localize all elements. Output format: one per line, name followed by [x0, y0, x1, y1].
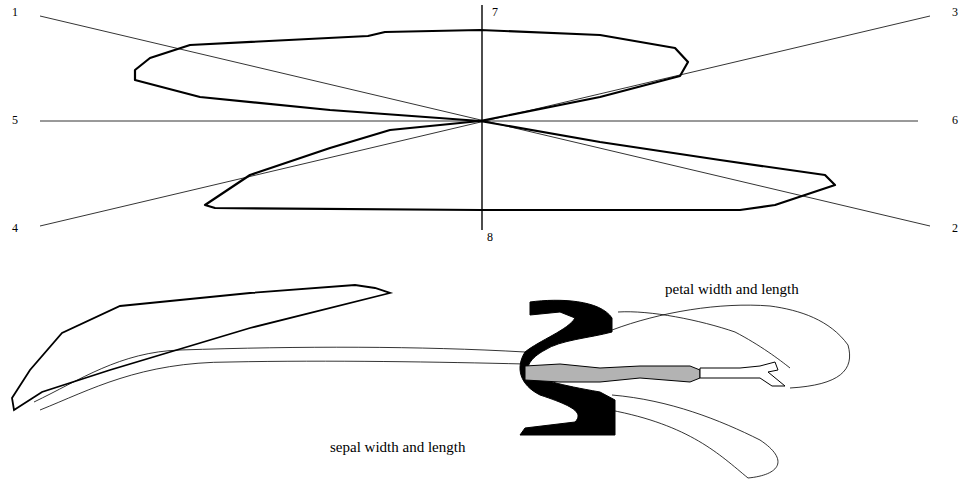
- petal-outline: [618, 312, 790, 368]
- iris-flower: [12, 285, 850, 478]
- sepal-outline: [610, 395, 778, 478]
- callout-number: 6: [952, 114, 958, 126]
- axis-line: [481, 5, 482, 230]
- axis-line: [40, 16, 930, 226]
- callout-number: 4: [12, 222, 18, 234]
- part-label: petal width and length: [665, 282, 799, 297]
- callout-number: 5: [12, 114, 18, 126]
- sepal-outline: [40, 361, 525, 410]
- stamen: [525, 364, 700, 382]
- callout-number: 1: [12, 6, 18, 18]
- callout-number: 3: [952, 6, 958, 18]
- pistil: [700, 362, 785, 386]
- callout-number: 2: [952, 222, 958, 234]
- star-glyph: [135, 30, 835, 210]
- axis-lines: [40, 5, 930, 230]
- sepal-outline: [34, 347, 525, 402]
- axis-line: [40, 16, 930, 226]
- part-label: sepal width and length: [330, 440, 465, 455]
- callout-number: 7: [492, 6, 498, 18]
- callout-number: 8: [487, 231, 493, 243]
